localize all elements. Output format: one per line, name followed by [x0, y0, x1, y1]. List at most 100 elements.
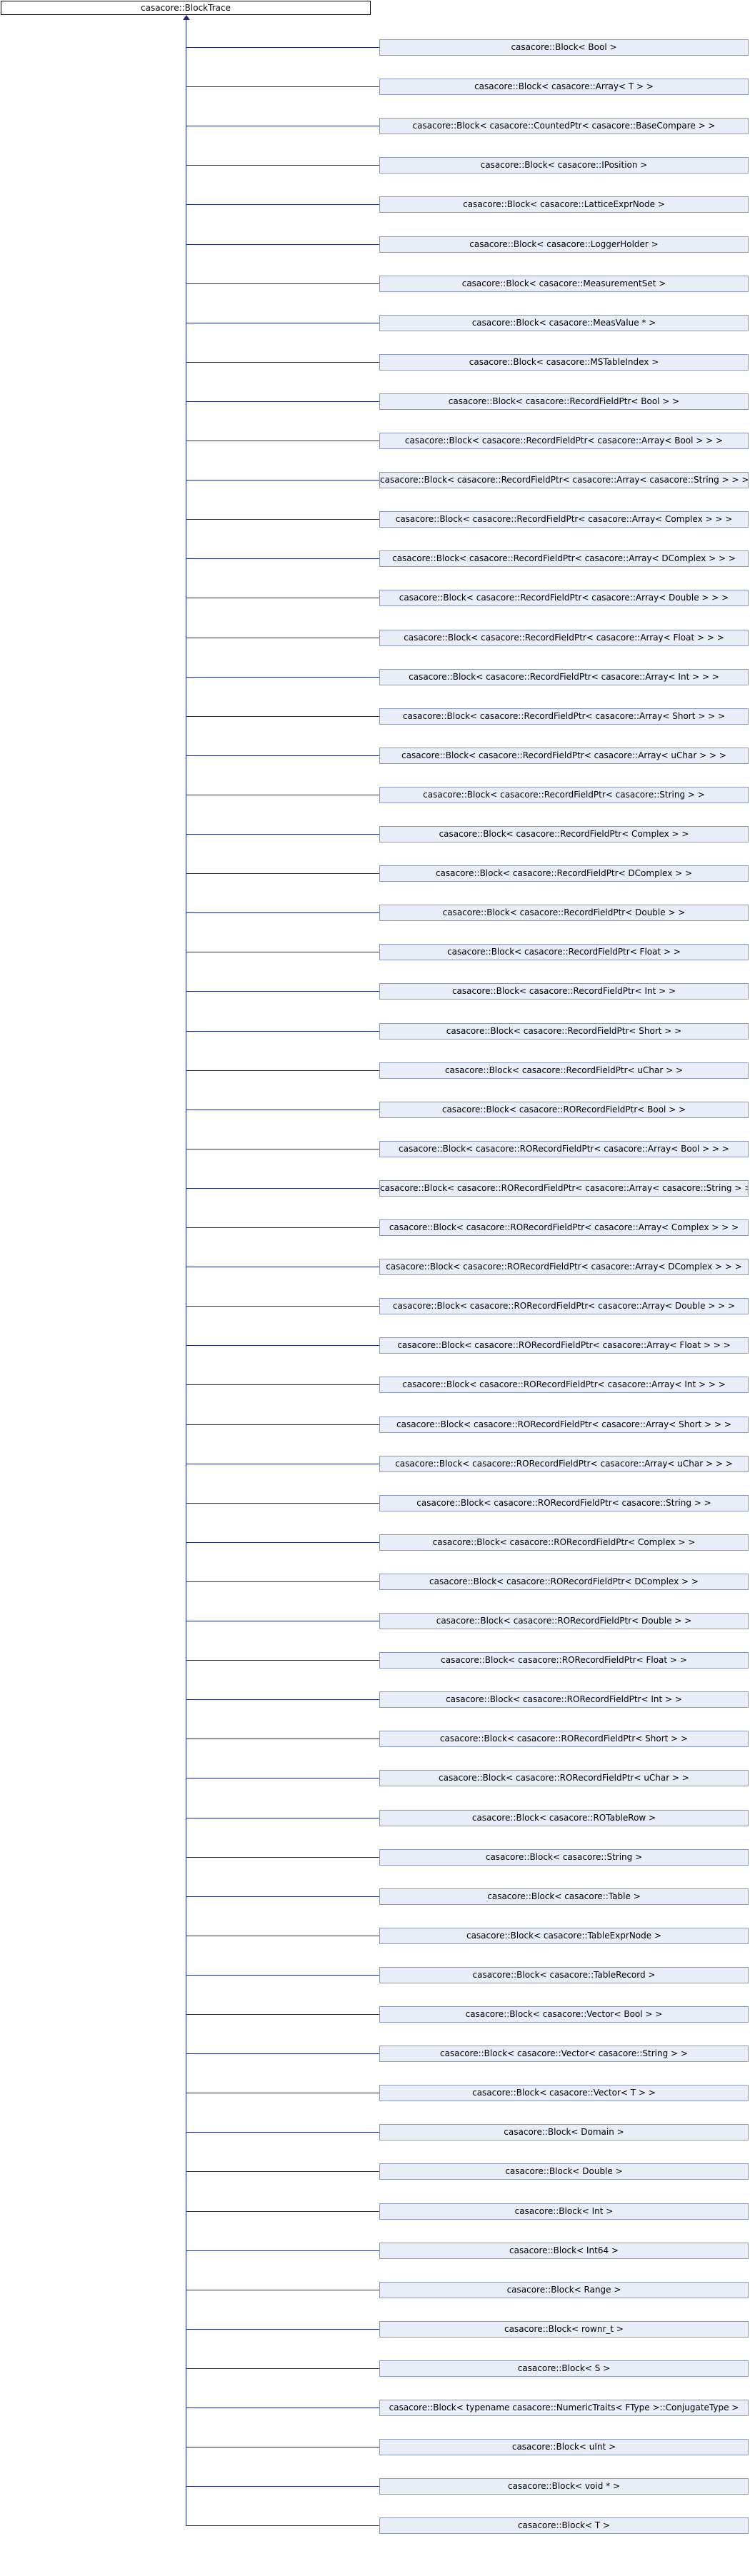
- inheritance-branch-line: [186, 2132, 379, 2133]
- inheritance-branch-line: [186, 2368, 379, 2369]
- derived-class-node[interactable]: casacore::Block< casacore::RORecordField…: [379, 1456, 749, 1472]
- derived-class-node[interactable]: casacore::Block< casacore::MeasValue * >: [379, 315, 749, 331]
- derived-class-node[interactable]: casacore::Block< casacore::RecordFieldPt…: [379, 590, 749, 606]
- inheritance-branch-line: [186, 2329, 379, 2330]
- derived-class-node[interactable]: casacore::Block< casacore::TableRecord >: [379, 1967, 749, 1983]
- derived-class-node[interactable]: casacore::Block< rownr_t >: [379, 2321, 749, 2338]
- derived-class-node[interactable]: casacore::Block< casacore::CountedPtr< c…: [379, 118, 749, 134]
- derived-class-node[interactable]: casacore::Block< typename casacore::Nume…: [379, 2400, 749, 2416]
- inheritance-branch-line: [186, 1306, 379, 1307]
- derived-class-node[interactable]: casacore::Block< casacore::RecordFieldPt…: [379, 1023, 749, 1040]
- derived-class-node[interactable]: casacore::Block< casacore::TableExprNode…: [379, 1928, 749, 1944]
- inheritance-branch-line: [186, 1227, 379, 1228]
- derived-class-node[interactable]: casacore::Block< void * >: [379, 2478, 749, 2495]
- inheritance-branch-line: [186, 716, 379, 717]
- inheritance-branch-line: [186, 1660, 379, 1661]
- derived-class-node[interactable]: casacore::Block< casacore::RecordFieldPt…: [379, 826, 749, 842]
- derived-class-node[interactable]: casacore::Block< casacore::RORecordField…: [379, 1259, 749, 1275]
- inheritance-branch-line: [186, 1542, 379, 1543]
- derived-class-node[interactable]: casacore::Block< casacore::RORecordField…: [379, 1731, 749, 1747]
- derived-class-node[interactable]: casacore::Block< casacore::RecordFieldPt…: [379, 393, 749, 410]
- derived-class-node[interactable]: casacore::Block< uInt >: [379, 2439, 749, 2455]
- inheritance-branch-line: [186, 677, 379, 678]
- inheritance-branch-line: [186, 755, 379, 756]
- root-class-node[interactable]: casacore::BlockTrace: [1, 1, 371, 15]
- derived-class-node[interactable]: casacore::Block< casacore::RORecordField…: [379, 1652, 749, 1669]
- derived-class-node[interactable]: casacore::Block< casacore::RecordFieldPt…: [379, 550, 749, 567]
- derived-class-node[interactable]: casacore::Block< Double >: [379, 2163, 749, 2180]
- derived-class-node[interactable]: casacore::Block< casacore::Array< T > >: [379, 79, 749, 95]
- inheritance-branch-line: [186, 1896, 379, 1897]
- derived-class-node[interactable]: casacore::Block< casacore::RORecordField…: [379, 1141, 749, 1157]
- inheritance-branch-line: [186, 2211, 379, 2212]
- derived-class-node[interactable]: casacore::Block< casacore::RORecordField…: [379, 1691, 749, 1708]
- derived-class-node[interactable]: casacore::Block< casacore::Vector< casac…: [379, 2046, 749, 2062]
- derived-class-node[interactable]: casacore::Block< casacore::RORecordField…: [379, 1770, 749, 1786]
- derived-class-node[interactable]: casacore::Block< casacore::IPosition >: [379, 157, 749, 173]
- inheritance-branch-line: [186, 912, 379, 913]
- inheritance-branch-line: [186, 244, 379, 245]
- derived-class-node[interactable]: casacore::Block< Int64 >: [379, 2243, 749, 2259]
- inheritance-branch-line: [186, 86, 379, 87]
- inheritance-branch-line: [186, 480, 379, 481]
- derived-class-node[interactable]: casacore::Block< casacore::MSTableIndex …: [379, 354, 749, 371]
- derived-class-node[interactable]: casacore::Block< casacore::RORecordField…: [379, 1102, 749, 1118]
- derived-class-node[interactable]: casacore::Block< S >: [379, 2360, 749, 2377]
- derived-class-node[interactable]: casacore::Block< casacore::RecordFieldPt…: [379, 787, 749, 803]
- derived-class-node[interactable]: casacore::Block< casacore::RORecordField…: [379, 1298, 749, 1314]
- inheritance-branch-line: [186, 1188, 379, 1189]
- derived-class-node[interactable]: casacore::Block< casacore::String >: [379, 1849, 749, 1866]
- inheritance-branch-line: [186, 1581, 379, 1582]
- derived-class-node[interactable]: casacore::Block< casacore::Table >: [379, 1888, 749, 1905]
- derived-class-node[interactable]: casacore::Block< Domain >: [379, 2124, 749, 2140]
- inheritance-branch-line: [186, 283, 379, 284]
- derived-class-node[interactable]: casacore::Block< casacore::RORecordField…: [379, 1574, 749, 1590]
- inheritance-branch-line: [186, 873, 379, 874]
- derived-class-node[interactable]: casacore::Block< casacore::RecordFieldPt…: [379, 433, 749, 449]
- derived-class-node[interactable]: casacore::Block< casacore::RecordFieldPt…: [379, 669, 749, 685]
- inheritance-branch-line: [186, 1070, 379, 1071]
- inheritance-branch-line: [186, 401, 379, 402]
- derived-class-node[interactable]: casacore::Block< Bool >: [379, 39, 749, 56]
- derived-class-node[interactable]: casacore::Block< casacore::RORecordField…: [379, 1219, 749, 1236]
- derived-class-node[interactable]: casacore::Block< casacore::RORecordField…: [379, 1337, 749, 1354]
- derived-class-node[interactable]: casacore::Block< casacore::RORecordField…: [379, 1534, 749, 1551]
- derived-class-node[interactable]: casacore::Block< casacore::RecordFieldPt…: [379, 630, 749, 646]
- inheritance-branch-line: [186, 991, 379, 992]
- inheritance-branch-line: [186, 1031, 379, 1032]
- derived-class-node[interactable]: casacore::Block< casacore::RecordFieldPt…: [379, 511, 749, 528]
- inheritance-branch-line: [186, 204, 379, 205]
- derived-class-node[interactable]: casacore::Block< Int >: [379, 2203, 749, 2220]
- derived-class-node[interactable]: casacore::Block< casacore::RORecordField…: [379, 1417, 749, 1433]
- derived-class-node[interactable]: casacore::Block< T >: [379, 2517, 749, 2534]
- derived-class-node[interactable]: casacore::Block< casacore::RecordFieldPt…: [379, 944, 749, 960]
- derived-class-node[interactable]: casacore::Block< casacore::LatticeExprNo…: [379, 196, 749, 213]
- derived-class-node[interactable]: casacore::Block< casacore::RORecordField…: [379, 1377, 749, 1393]
- inheritance-branch-line: [186, 2525, 379, 2526]
- derived-class-node[interactable]: casacore::Block< casacore::RORecordField…: [379, 1613, 749, 1629]
- inheritance-arrow-icon: [183, 15, 190, 20]
- derived-class-node[interactable]: casacore::Block< casacore::RecordFieldPt…: [379, 472, 749, 488]
- inheritance-branch-line: [186, 362, 379, 363]
- inheritance-branch-line: [186, 1975, 379, 1976]
- derived-class-node[interactable]: casacore::Block< casacore::ROTableRow >: [379, 1810, 749, 1826]
- derived-class-node[interactable]: casacore::Block< casacore::RecordFieldPt…: [379, 708, 749, 725]
- inheritance-branch-line: [186, 558, 379, 559]
- derived-class-node[interactable]: casacore::Block< casacore::RecordFieldPt…: [379, 905, 749, 921]
- derived-class-node[interactable]: casacore::Block< casacore::RecordFieldPt…: [379, 865, 749, 882]
- derived-class-node[interactable]: casacore::Block< casacore::Vector< Bool …: [379, 2006, 749, 2023]
- derived-class-node[interactable]: casacore::Block< casacore::RORecordField…: [379, 1180, 749, 1197]
- derived-class-node[interactable]: casacore::Block< casacore::RORecordField…: [379, 1495, 749, 1511]
- derived-class-node[interactable]: casacore::Block< casacore::MeasurementSe…: [379, 276, 749, 292]
- derived-class-node[interactable]: casacore::Block< casacore::RecordFieldPt…: [379, 983, 749, 1000]
- derived-class-node[interactable]: casacore::Block< casacore::RecordFieldPt…: [379, 1062, 749, 1079]
- inheritance-branch-line: [186, 2014, 379, 2015]
- inheritance-branch-line: [186, 1857, 379, 1858]
- inheritance-branch-line: [186, 2486, 379, 2487]
- derived-class-node[interactable]: casacore::Block< Range >: [379, 2282, 749, 2298]
- derived-class-node[interactable]: casacore::Block< casacore::LoggerHolder …: [379, 236, 749, 253]
- derived-class-node[interactable]: casacore::Block< casacore::RecordFieldPt…: [379, 748, 749, 764]
- derived-class-node[interactable]: casacore::Block< casacore::Vector< T > >: [379, 2085, 749, 2101]
- inheritance-branch-line: [186, 1424, 379, 1425]
